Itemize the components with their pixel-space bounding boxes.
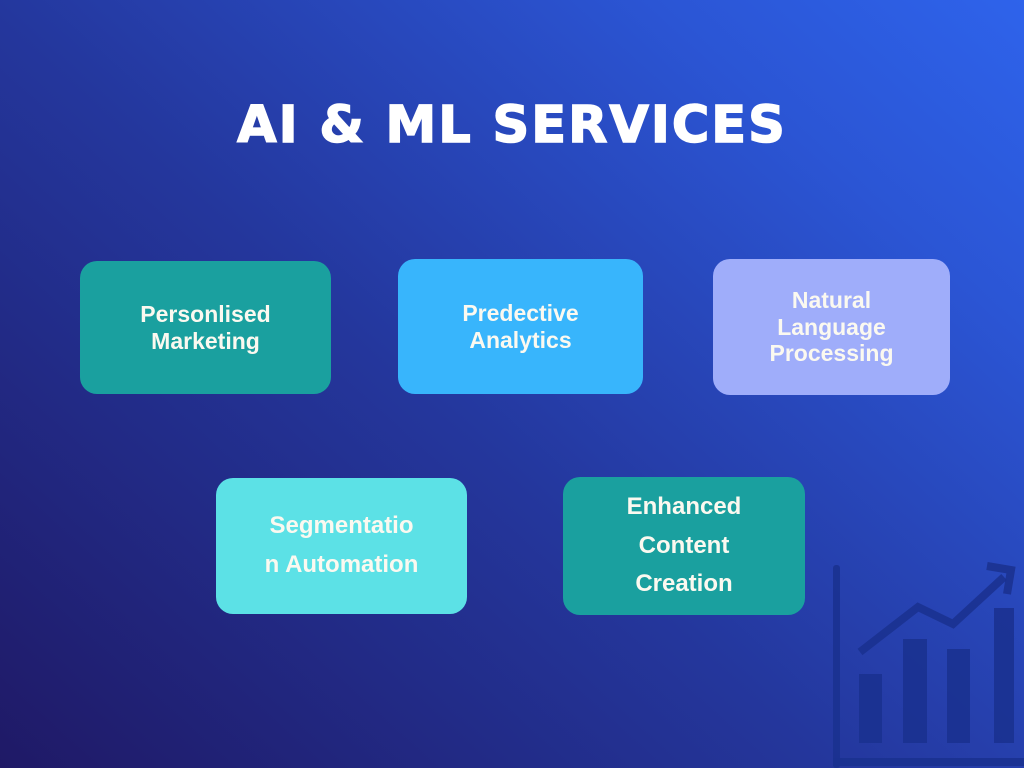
card-text-line: Creation [635,570,733,598]
card-label: Natural Language Processing [713,287,950,367]
card-label: Enhanced Content Creation [563,488,805,605]
bar-4 [994,608,1014,743]
card-text-line: Natural [791,286,872,313]
card-label: Segmentatio n Automation [216,507,467,585]
card-label: Predective Analytics [398,300,643,353]
card-personlised-marketing: Personlised Marketing [80,261,331,394]
card-text-line: Enhanced [626,492,742,520]
card-text-line: Content [638,531,730,559]
card-predective-analytics: Predective Analytics [398,259,643,394]
bar-1 [859,674,882,743]
page-title: AI & ML SERVICES [236,95,787,156]
card-label: Personlised Marketing [80,301,331,354]
card-natural-language-processing: Natural Language Processing [713,259,950,395]
axis-vertical [833,565,840,768]
card-text-line: Predective [462,299,579,326]
arrow-head [986,562,1016,595]
card-text-line: Segmentatio [269,512,414,540]
card-segmentation-automation: Segmentatio n Automation [216,478,467,614]
bar-2 [903,639,927,743]
card-text-line: Processing [769,340,894,367]
bar-chart-growth-icon [833,562,1024,768]
card-text-line: Marketing [151,327,260,354]
bar-3 [947,649,970,743]
card-text-line: n Automation [264,551,419,578]
card-text-line: Language [777,313,886,340]
card-text-line: Analytics [469,326,572,353]
card-text-line: Personlised [140,300,271,327]
axis-horizontal [833,758,1024,766]
trend-line [857,574,1007,656]
card-enhanced-content-creation: Enhanced Content Creation [563,477,805,615]
